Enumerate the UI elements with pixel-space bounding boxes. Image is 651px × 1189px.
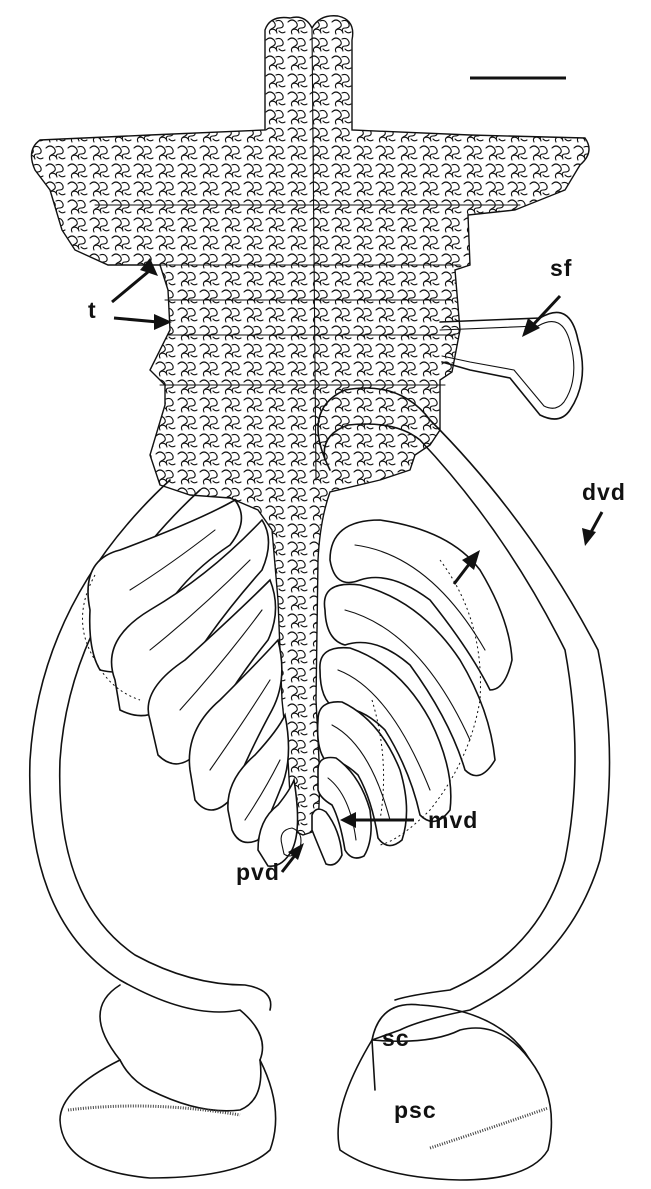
label-sc: sc — [382, 1025, 410, 1051]
sperm-funnel-inner — [440, 322, 574, 409]
sperm-funnel — [440, 312, 583, 419]
label-t: t — [88, 297, 97, 323]
label-mvd: mvd — [428, 807, 478, 833]
label-psc: psc — [394, 1097, 437, 1123]
left-spermatophore-sac — [60, 985, 276, 1178]
label-pvd: pvd — [236, 859, 280, 885]
label-dvd: dvd — [582, 479, 626, 505]
label-sf: sf — [550, 255, 572, 281]
testis-lobules — [31, 16, 589, 835]
right-spermatophore-sac — [338, 1004, 551, 1180]
testis-mass — [31, 16, 589, 835]
